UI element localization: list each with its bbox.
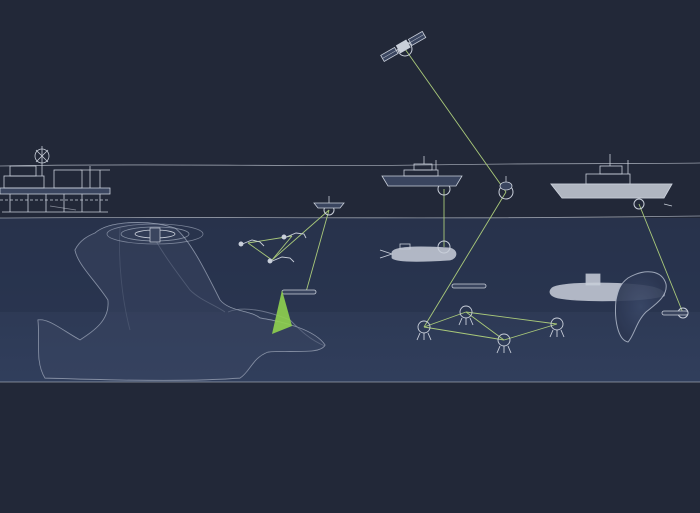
ship-icon[interactable]: [381, 156, 463, 187]
link-sensor-e: [465, 311, 505, 341]
buoy-icon[interactable]: [499, 176, 513, 191]
link-sensor-c: [503, 323, 558, 341]
link-divers-2: [271, 235, 293, 261]
platform-icon[interactable]: [0, 146, 111, 213]
seabed-lander-icon[interactable]: [416, 305, 565, 354]
auv-icon[interactable]: [281, 283, 689, 316]
sonar-beam-icon: [272, 290, 292, 334]
seafloor-fill: [38, 222, 325, 381]
link-sensor-d: [423, 326, 505, 341]
satellite-icon[interactable]: [380, 30, 427, 63]
link-usv-auv: [305, 209, 330, 293]
navigation-beacon[interactable]: [106, 223, 204, 245]
link-sensor-b: [465, 311, 558, 325]
link-satellite-buoy: [404, 48, 507, 193]
frigate-icon[interactable]: [550, 154, 673, 207]
seafloor-terrain: [37, 222, 326, 381]
link-usv-divers: [271, 209, 330, 261]
communication-links: [247, 48, 684, 341]
sea-surface-line: [0, 162, 700, 167]
submersible-icon[interactable]: [379, 243, 457, 262]
surface-drone-icon[interactable]: [313, 196, 345, 209]
link-buoy-sensor: [423, 191, 507, 328]
diver-icon[interactable]: [238, 232, 307, 264]
water-body: [0, 218, 700, 382]
link-frigate-auv: [638, 203, 684, 314]
thermal-plume: [615, 271, 667, 343]
link-sensor-a: [423, 311, 467, 328]
link-divers-3: [247, 242, 273, 261]
